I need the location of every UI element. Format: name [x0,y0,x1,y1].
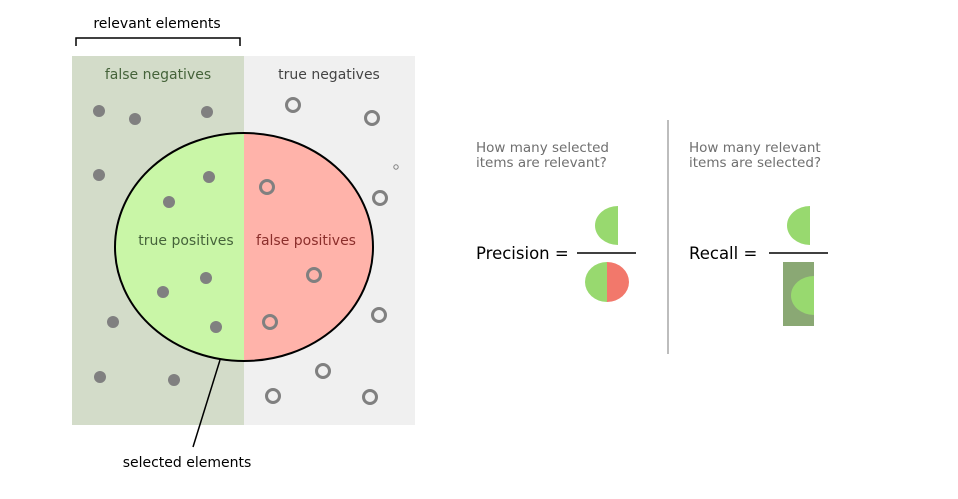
recall-numerator-half-circle [787,206,810,245]
recall-label: Recall = [689,244,757,263]
irrelevant-dot [265,388,281,404]
precision-denominator-red-half [607,262,629,302]
false-negatives-label: false negatives [105,67,211,83]
irrelevant-dot-small [393,164,399,170]
precision-numerator-half-circle [595,206,618,245]
precision-question-line2: items are relevant? [476,155,607,171]
relevant-dot [93,169,105,181]
relevant-dot [203,171,215,183]
relevant-dot [168,374,180,386]
true-positives-label: true positives [138,233,233,249]
selection-ellipse [114,132,374,362]
true-positives-region [116,133,244,361]
relevant-dot [93,105,105,117]
relevant-bracket [75,37,241,46]
irrelevant-dot [364,110,380,126]
irrelevant-dot [371,307,387,323]
relevant-dot [210,321,222,333]
irrelevant-dot [285,97,301,113]
irrelevant-dot [362,389,378,405]
relevant-dot [200,272,212,284]
relevant-elements-label: relevant elements [93,16,220,32]
selected-pointer-line [192,359,221,448]
recall-denominator-half-circle [791,276,814,315]
relevant-dot [129,113,141,125]
irrelevant-dot [306,267,322,283]
irrelevant-dot [315,363,331,379]
irrelevant-dot [262,314,278,330]
relevant-dot [157,286,169,298]
precision-label: Precision = [476,244,569,263]
relevant-dot [163,196,175,208]
irrelevant-dots [259,97,399,405]
precision-denominator-green-half [585,262,607,302]
selected-elements-label: selected elements [123,455,252,471]
recall-question-line1: How many relevant [689,140,821,156]
relevant-dots [93,105,222,386]
relevant-dot [94,371,106,383]
false-positives-region [244,133,372,361]
relevant-dot [201,106,213,118]
relevant-dot [107,316,119,328]
precision-question-line1: How many selected [476,140,609,156]
false-positives-label: false positives [256,233,356,249]
true-negatives-label: true negatives [278,67,380,83]
irrelevant-dot [259,179,275,195]
recall-question-line2: items are selected? [689,155,821,171]
irrelevant-dot [372,190,388,206]
